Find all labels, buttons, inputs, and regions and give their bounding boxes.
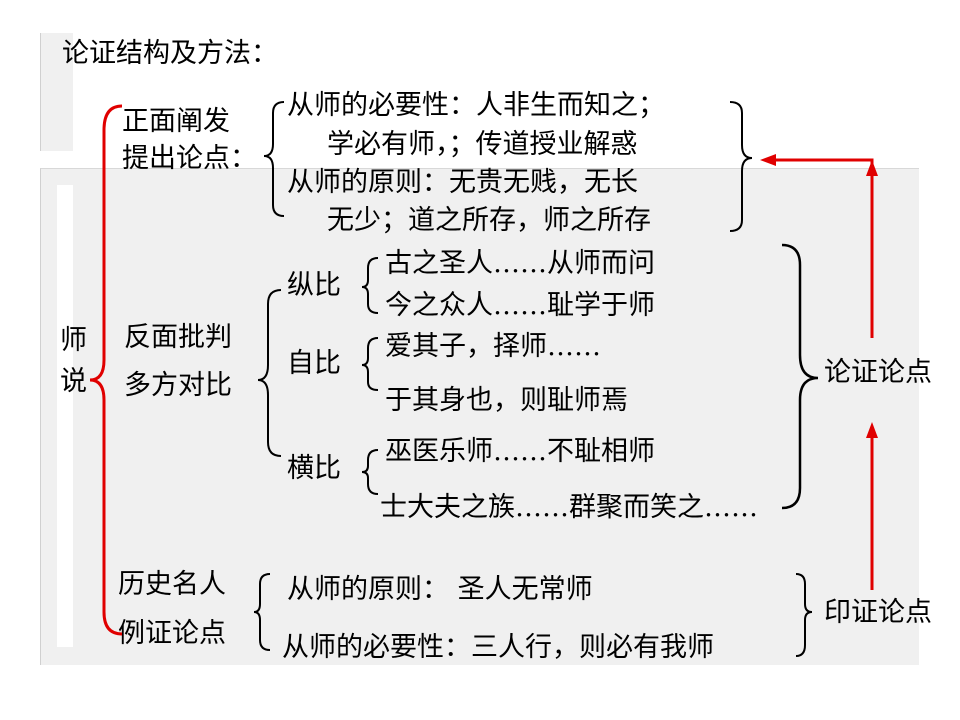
group-vertical-item-1: 古之圣人……从师而问: [385, 248, 655, 279]
history-left-brace: [253, 573, 271, 651]
positive-label-line2: 提出论点：: [122, 143, 257, 174]
negative-label-line2: 多方对比: [124, 370, 232, 401]
inner-white-strip: [57, 185, 73, 647]
outcome-confirm-thesis: 印证论点: [824, 597, 932, 628]
arrow-positive-head-left: [760, 154, 776, 166]
positive-point-2: 学必有师，；传道授业解惑: [327, 129, 638, 160]
positive-point-3: 从师的原则：无贵无贱，无长: [287, 167, 638, 198]
group-vertical-item-2: 今之众人……耻学于师: [385, 290, 655, 321]
positive-right-brace: [729, 101, 753, 232]
history-label-line2: 例证论点: [118, 618, 226, 649]
positive-left-brace: [263, 101, 285, 217]
page-title: 论证结构及方法：: [62, 38, 278, 69]
arrow-argue-head-up: [866, 160, 878, 176]
arrow-argue-to-positive: [772, 158, 874, 338]
group-horizontal-item-2: 士大夫之族……群聚而笑之……: [380, 492, 758, 523]
self-group-brace: [361, 337, 379, 391]
positive-point-4: 无少；道之所存，师之所存: [327, 205, 651, 236]
positive-point-1: 从师的必要性：人非生而知之；: [287, 90, 665, 121]
history-item-1: 从师的原则： 圣人无常师: [287, 574, 593, 605]
negative-right-brace: [781, 243, 819, 510]
negative-left-brace: [257, 289, 282, 457]
root-char-1: 师: [60, 325, 87, 356]
history-right-brace: [795, 573, 813, 657]
history-item-2: 从师的必要性：三人行，则必有我师: [282, 632, 714, 663]
group-name-vertical: 纵比: [287, 270, 341, 301]
negative-label-line1: 反面批判: [124, 322, 232, 353]
group-self-item-1: 爱其子，择师……: [385, 331, 601, 362]
root-red-brace: [89, 104, 123, 636]
group-name-self: 自比: [287, 348, 341, 379]
outcome-argue-thesis: 论证论点: [824, 357, 932, 388]
vertical-group-brace: [361, 257, 379, 314]
horizontal-group-brace: [361, 449, 379, 495]
group-self-item-2: 于其身也，则耻师焉: [385, 385, 628, 416]
body-panel: [40, 168, 919, 665]
positive-label-line1: 正面阐发: [122, 106, 230, 137]
group-horizontal-item-1: 巫医乐师……不耻相师: [385, 436, 655, 467]
group-name-horizontal: 横比: [287, 453, 341, 484]
history-label-line1: 历史名人: [118, 569, 226, 600]
heading-panel: [40, 33, 73, 151]
root-char-2: 说: [60, 366, 87, 397]
arrow-confirm-to-argue-head: [866, 422, 878, 438]
